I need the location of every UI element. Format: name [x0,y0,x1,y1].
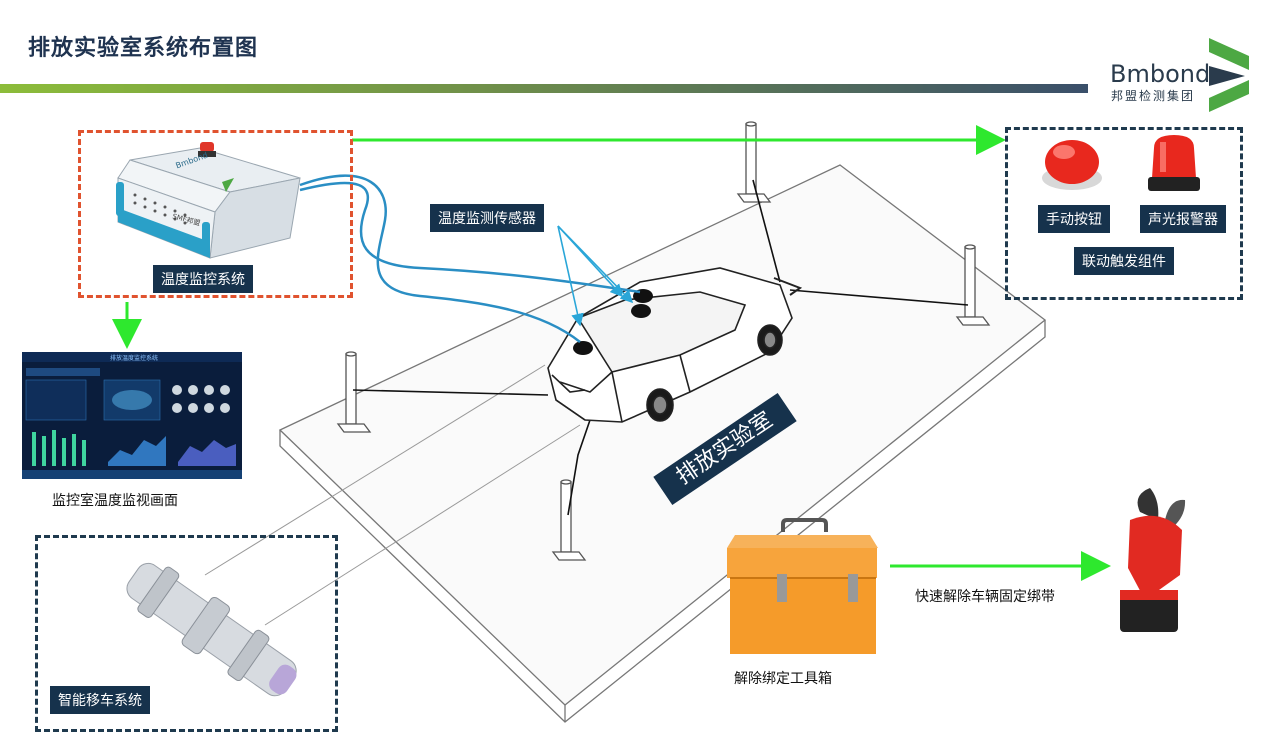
temp-monitor-device [116,142,301,259]
smart-mover-group [35,535,338,732]
manual-button-icon [1042,140,1102,190]
sensor-pointer-arrow [557,225,634,327]
screen-title-text: 排放温度监控系统 [110,355,159,362]
anchor-post [736,121,772,203]
tie-down-strap [352,179,969,516]
mover-guide-line [264,424,581,626]
shears-icon [1120,488,1186,632]
toolbox-label: 解除绑定工具箱 [734,671,832,687]
manual-button-label: 手动按钮 [1038,205,1110,233]
test-platform [278,164,1047,723]
temp-sensor [631,304,651,318]
monitor-screen-label: 监控室温度监视画面 [52,493,178,509]
anchor-post [336,351,372,433]
toolbox-icon [727,518,878,654]
page-title: 排放实验室系统布置图 [28,36,259,61]
brand-subtitle: 邦盟检测集团 [1111,89,1196,103]
monitor-screen [22,352,242,479]
smart-mover-label: 智能移车系统 [50,686,150,714]
linked-trigger-group [1005,127,1243,300]
sensor-cable [299,174,641,343]
linked-trigger-label: 联动触发组件 [1074,247,1174,275]
alarm-light-icon [1148,135,1200,191]
anchor-post [955,244,991,326]
temp-monitor-group [78,130,353,298]
brand-name: Bmbond [1110,60,1211,88]
vehicle [547,267,803,423]
temp-monitor-system-label: 温度监控系统 [153,265,253,293]
brand-logo-icon [1209,38,1249,112]
mover-guide-line [204,364,546,576]
temp-sensor-label: 温度监测传感器 [430,204,544,232]
smart-mover-device [126,562,297,697]
temp-sensor [573,341,593,355]
alarm-label: 声光报警器 [1140,205,1226,233]
header-divider [0,84,1088,93]
quick-release-label: 快速解除车辆固定绑带 [915,589,1055,605]
anchor-post [551,479,587,561]
